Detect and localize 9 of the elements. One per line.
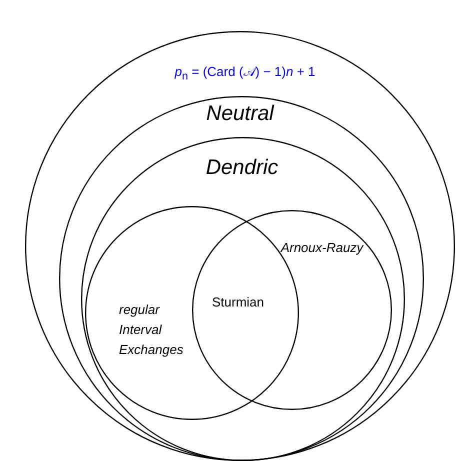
set-circle (192, 210, 392, 410)
set-label: p$_{n}$ = (Card (𝒜) − 1)n + 1 (174, 64, 316, 85)
set-label: Neutral (206, 101, 274, 126)
set-label: Arnoux-Rauzy (280, 240, 364, 256)
set-circle (81, 137, 405, 461)
set-circle (25, 31, 455, 461)
set-circle (58, 96, 424, 461)
set-label: regular Interval Exchanges (119, 301, 184, 359)
set-label: Dendric (206, 155, 278, 180)
